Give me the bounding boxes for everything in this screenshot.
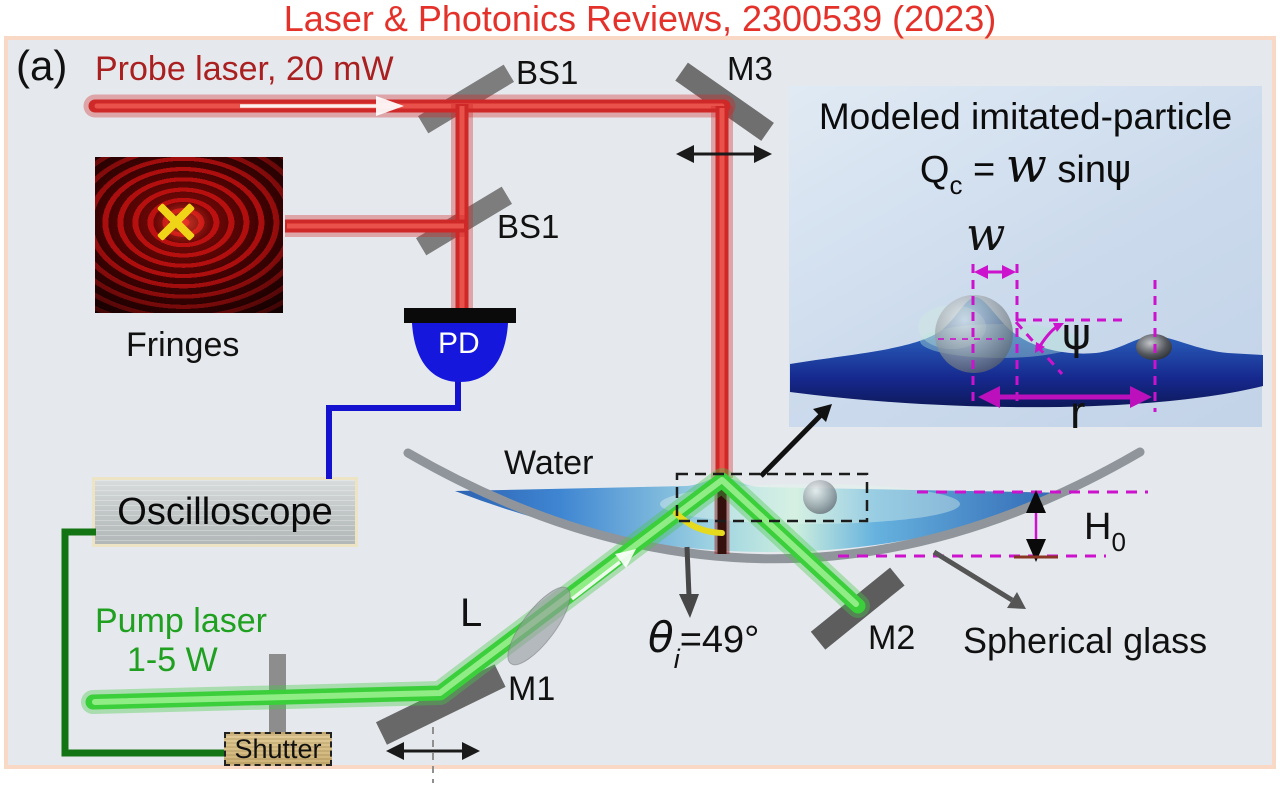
inset-magenta-arrowheads	[974, 265, 1064, 353]
beamsplitter-bs1-top	[417, 64, 515, 134]
theta-value: =49°	[679, 619, 760, 661]
eq-w: w	[1005, 138, 1047, 194]
inset-r-label: r	[1070, 386, 1086, 438]
shutter-label: Shutter	[234, 733, 322, 764]
spherical-glass-label: Spherical glass	[963, 620, 1208, 661]
inset-title: Modeled imitated-particle	[818, 96, 1233, 137]
eq-equals: =	[962, 149, 1006, 191]
eq-q-subscript: c	[949, 170, 963, 200]
inset-pointer-arrow	[759, 404, 832, 478]
pump-beam	[81, 468, 870, 714]
pump-direction-arrow	[570, 549, 636, 601]
incident-angle-label: θi=49°	[648, 613, 760, 674]
lens-l	[507, 586, 571, 666]
angle-pointer-arrow	[679, 546, 699, 618]
shutter-label-box: Shutter	[224, 732, 332, 766]
eq-q: Q	[919, 149, 950, 191]
theta-symbol: θ	[648, 613, 674, 662]
inset-psi-label: ψ	[1062, 309, 1092, 360]
depth-annotation	[838, 490, 1148, 562]
pump-laser-label-1: Pump laser	[95, 602, 267, 640]
spherical-glass-arrow	[932, 549, 1026, 609]
eq-sin: sin	[1046, 149, 1107, 191]
m1-translation-arrow	[386, 727, 480, 783]
inset-equation: Qc = w sinψ	[789, 138, 1262, 201]
figure-label: (a)	[16, 42, 68, 89]
photodetector	[404, 308, 516, 382]
page-title: Laser & Photonics Reviews, 2300539 (2023…	[283, 0, 997, 39]
m3-label: M3	[727, 50, 773, 87]
eq-psi: ψ	[1106, 147, 1132, 191]
pump-laser-label-2: 1-5 W	[127, 641, 218, 679]
oscilloscope-box: Oscilloscope	[92, 477, 358, 547]
h-symbol: H	[1084, 506, 1112, 548]
bs1-mid-label: BS1	[497, 208, 560, 245]
fringes-image	[95, 157, 283, 313]
trigger-wire	[61, 528, 224, 757]
fringes-label: Fringes	[126, 326, 240, 364]
m1-label: M1	[508, 670, 556, 708]
bs1-top-label: BS1	[516, 54, 579, 91]
inset-water-surface	[790, 297, 1263, 408]
probe-laser-label: Probe laser, 20 mW	[95, 50, 394, 88]
water-label: Water	[504, 444, 594, 482]
m3-translation-arrow	[676, 145, 772, 163]
m2-label: M2	[868, 619, 916, 657]
pd-label: PD	[438, 327, 480, 360]
mirror-m1	[375, 664, 506, 745]
inset-r-arrow	[978, 386, 1152, 408]
inset-model	[790, 264, 1263, 412]
water-depth-label: H0	[1084, 506, 1126, 557]
pd-signal-wire	[326, 378, 461, 479]
theta-subscript: i	[673, 644, 680, 674]
lens-label: L	[460, 591, 483, 635]
observation-region-box	[675, 472, 869, 523]
floating-particle	[803, 480, 837, 514]
oscilloscope-label: Oscilloscope	[117, 490, 333, 533]
beam-direction-arrow	[240, 96, 404, 116]
h-subscript: 0	[1111, 527, 1126, 557]
incident-angle-arc	[673, 510, 725, 536]
inset-width-label: w	[966, 207, 1006, 261]
